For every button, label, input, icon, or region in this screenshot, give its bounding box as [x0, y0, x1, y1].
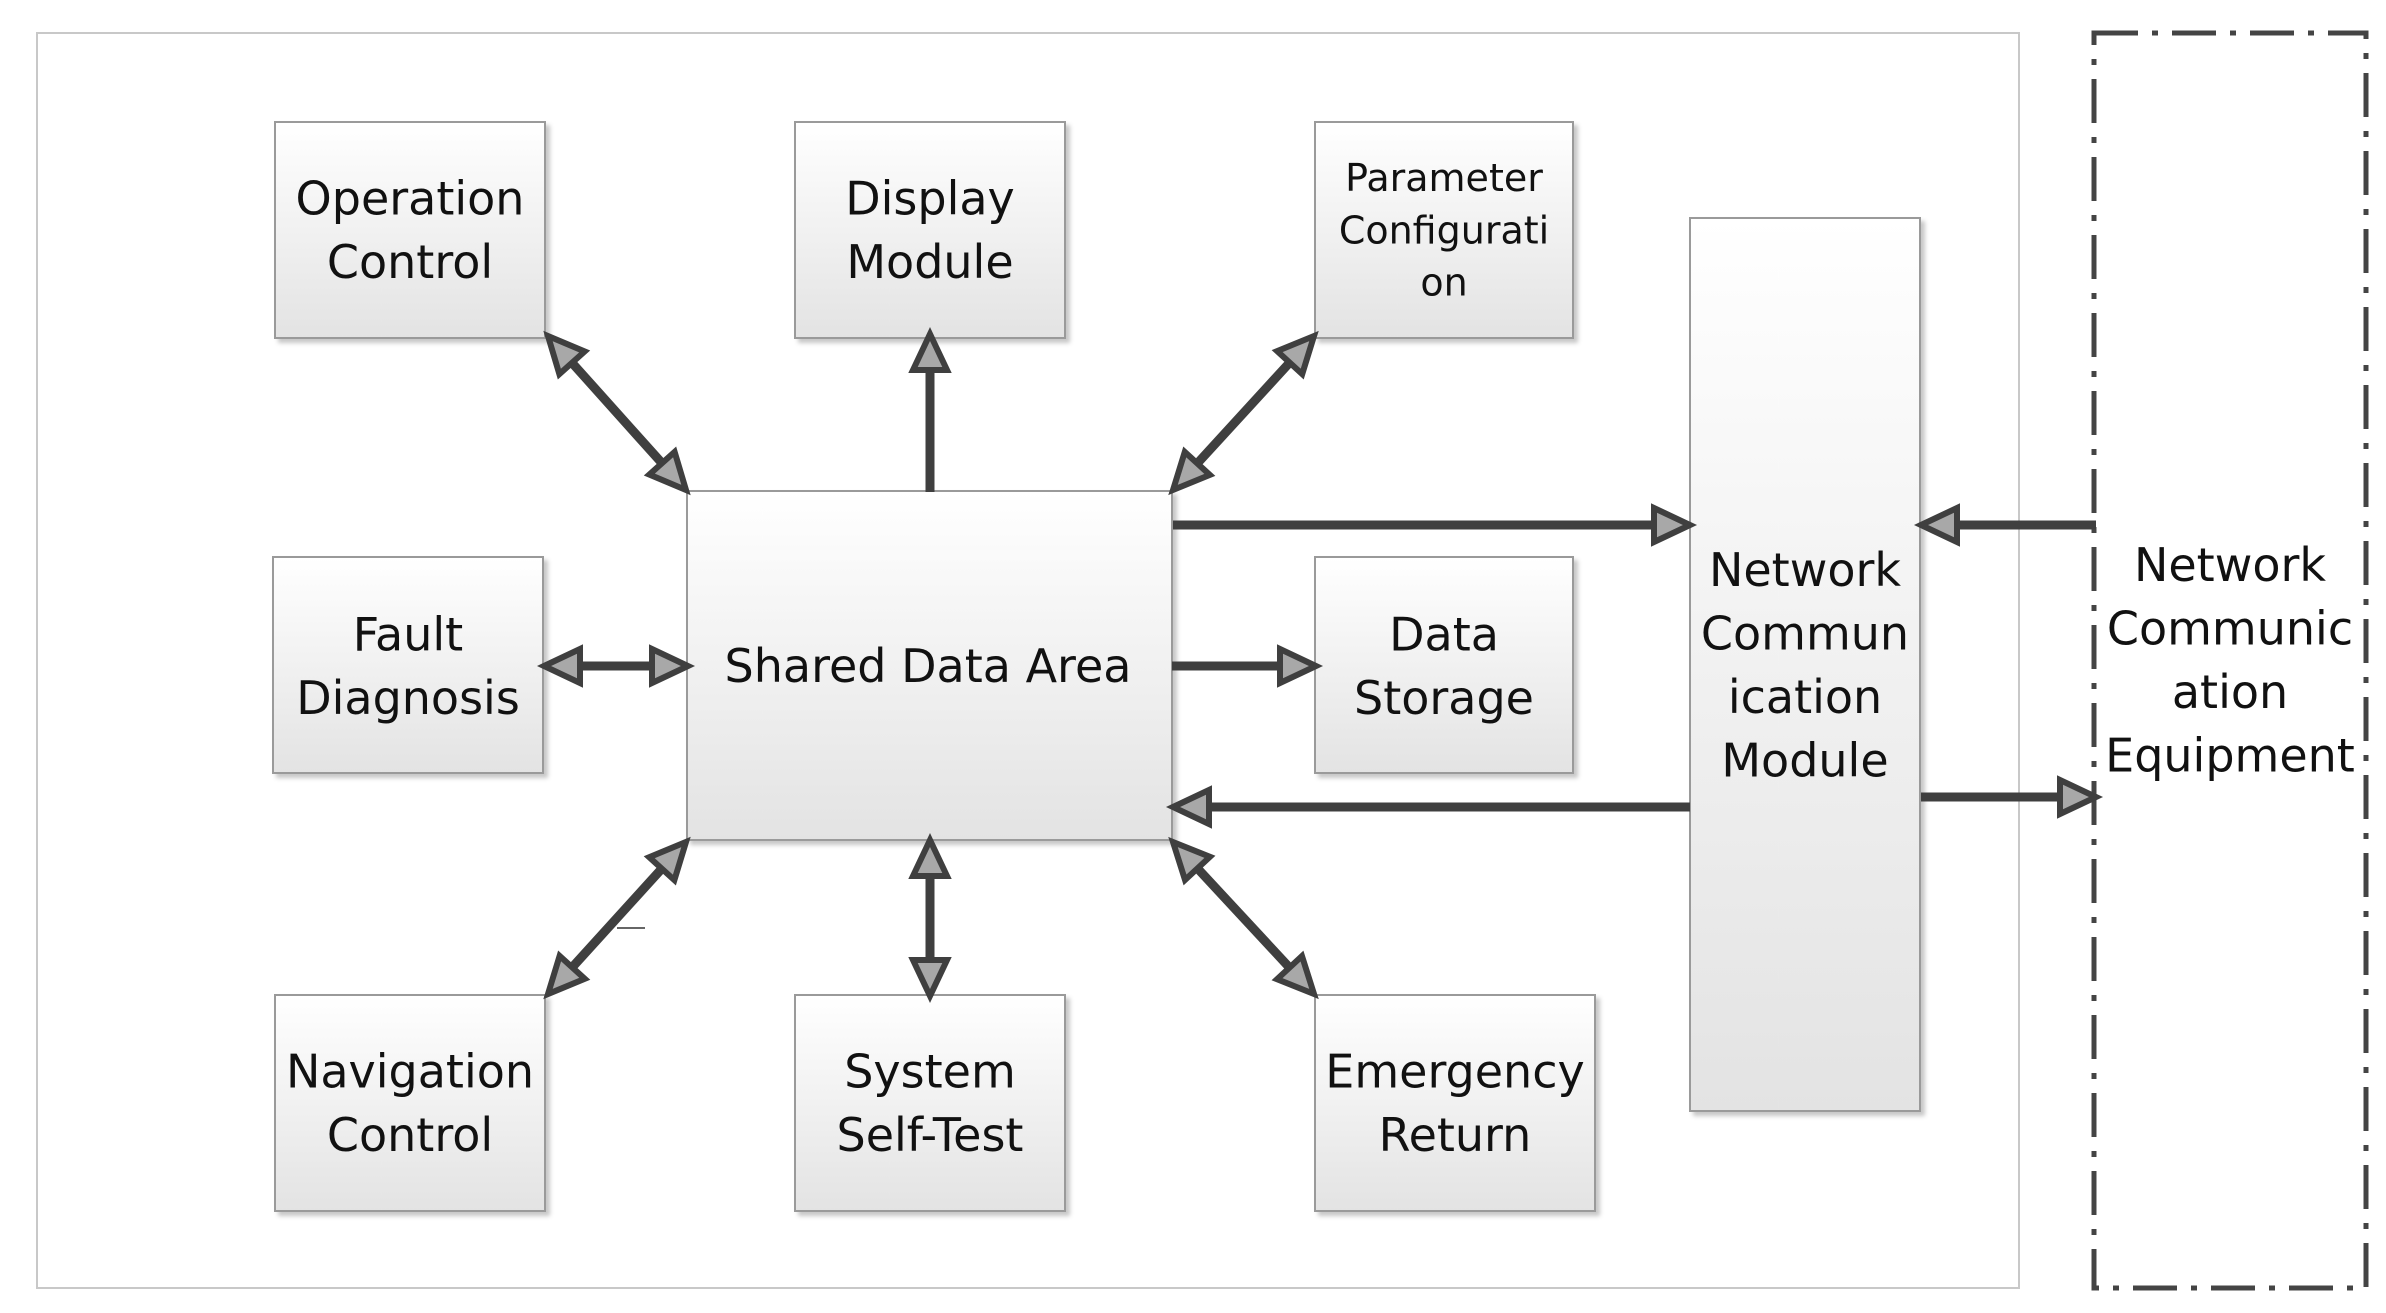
link-shared-data-to-display-module: [908, 326, 952, 492]
external-equipment-boundary: [2091, 30, 2369, 1291]
label-line: Operation: [296, 171, 525, 225]
arrowhead-icon: [1651, 503, 1698, 547]
arrowhead-icon: [908, 326, 952, 373]
label-line: Control: [327, 235, 493, 289]
connector-line: [1191, 862, 1296, 974]
link-system-self-test-shared-data: [908, 832, 952, 1004]
arrowhead-icon: [643, 446, 691, 496]
link-shared-data-to-data-storage: [1172, 644, 1324, 688]
label-line: System: [844, 1044, 1016, 1098]
connector-line: [566, 862, 668, 974]
label-line: Diagnosis: [296, 671, 520, 725]
label-line: Parameter: [1345, 156, 1543, 200]
arrowhead-icon: [543, 330, 591, 380]
arrowhead-icon: [2057, 775, 2104, 819]
link-operation-control-shared-data: [543, 330, 691, 496]
label-line: Emergency: [1325, 1044, 1584, 1098]
label-line: Module: [846, 235, 1013, 289]
link-emergency-return-shared-data: [1168, 836, 1319, 1000]
arrowhead-icon: [649, 644, 696, 688]
label-line: Commun: [1701, 606, 1909, 660]
label-line: Display: [845, 171, 1015, 225]
label-line: ation: [2172, 665, 2288, 719]
arrowhead-icon: [1913, 503, 1960, 547]
shared-data-area-box: Shared Data Area: [686, 490, 1173, 841]
label-line: ication: [1728, 670, 1882, 724]
label-line: Return: [1379, 1108, 1532, 1162]
arrowhead-icon: [643, 836, 691, 886]
arrowhead-icon: [536, 644, 583, 688]
arrowhead-icon: [908, 832, 952, 879]
arrowhead-icon: [1168, 446, 1216, 496]
arrowhead-icon: [1271, 950, 1319, 1000]
label-line: Control: [327, 1108, 493, 1162]
link-equipment-to-network-module: [1913, 503, 2096, 547]
connector-line: [1191, 356, 1296, 470]
arrowhead-icon: [1165, 785, 1212, 829]
label-line: Network: [2134, 538, 2326, 592]
arrowhead-icon: [1168, 836, 1216, 886]
label-line: Shared Data Area: [725, 639, 1132, 693]
link-network-module-to-equipment: [1921, 775, 2104, 819]
label-line: Network: [1709, 543, 1901, 597]
link-shared-data-to-network-module: [1173, 503, 1698, 547]
arrowhead-icon: [1271, 330, 1319, 380]
label-line: Self-Test: [837, 1108, 1024, 1162]
label-line: Navigation: [286, 1044, 534, 1098]
label-line: Configurati: [1339, 208, 1549, 252]
arrowhead-icon: [1277, 644, 1324, 688]
label-line: Communic: [2107, 601, 2353, 655]
link-navigation-control-shared-data: [543, 836, 691, 1000]
shared-data-area-label: Shared Data Area: [725, 639, 1132, 693]
label-line: Storage: [1354, 671, 1534, 725]
label-line: Equipment: [2105, 728, 2355, 782]
link-network-module-to-shared-data: [1165, 785, 1690, 829]
label-line: Fault: [353, 607, 463, 661]
link-fault-diagnosis-shared-data: [536, 644, 696, 688]
arrowhead-icon: [543, 950, 591, 1000]
label-line: Data: [1389, 607, 1499, 661]
link-parameter-configuration-shared-data: [1168, 330, 1319, 496]
label-line: on: [1420, 261, 1467, 305]
arrowhead-icon: [908, 957, 952, 1004]
label-line: Module: [1721, 733, 1888, 787]
connector-line: [566, 356, 668, 470]
